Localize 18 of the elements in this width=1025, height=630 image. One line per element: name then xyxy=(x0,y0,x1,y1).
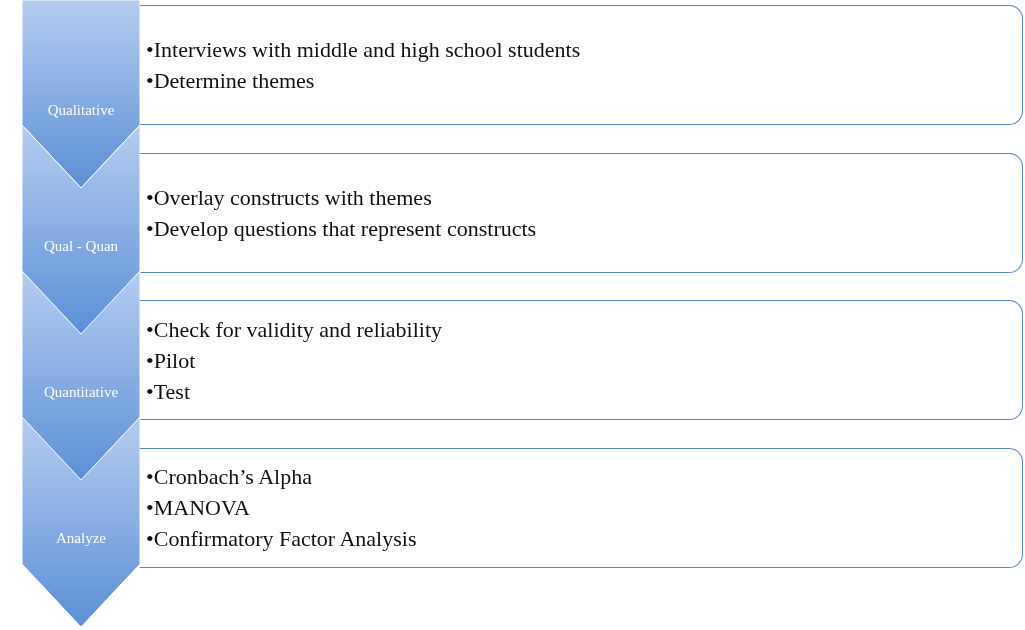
text-panel xyxy=(140,300,1023,420)
bullet-text: •Cronbach’s Alpha xyxy=(146,463,313,491)
bullet-text: •Confirmatory Factor Analysis xyxy=(146,525,418,553)
text-panel xyxy=(140,5,1023,125)
step-label: Qual - Quan xyxy=(42,237,120,255)
text-panel xyxy=(140,152,1023,273)
bullet-text: •Overlay constructs with themes xyxy=(146,183,433,212)
bullet-text: •Develop questions that represent constructs xyxy=(146,214,538,243)
text-panel xyxy=(140,447,1023,568)
step-label: Qualitative xyxy=(46,101,116,119)
bullet-text: •Check for validity and reliability xyxy=(146,315,444,344)
step-label: Analyze xyxy=(55,529,107,547)
step-label: Quantitative xyxy=(42,383,120,401)
bullet-text: •MANOVA xyxy=(146,494,251,522)
bullet-text: •Pilot xyxy=(146,346,197,375)
bullet-text: •Determine themes xyxy=(146,67,316,95)
bullet-text: •Interviews with middle and high school students xyxy=(146,36,582,64)
bullet-text: •Test xyxy=(146,377,192,406)
